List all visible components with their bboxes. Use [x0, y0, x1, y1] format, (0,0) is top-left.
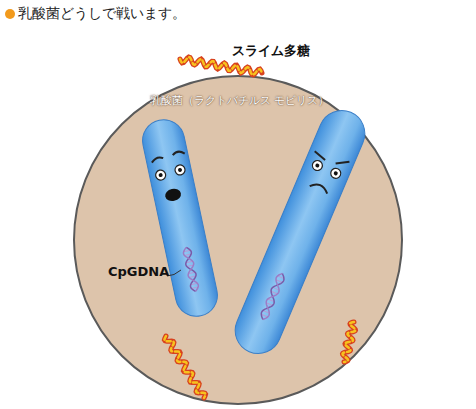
culture-circle — [74, 76, 402, 404]
cpg-dna — [259, 272, 286, 321]
bacterium-right — [228, 103, 372, 360]
title-bullet — [5, 9, 15, 19]
bacterium-left — [139, 116, 222, 320]
bacterium-label: 乳酸菌（ラクトバチルス モビリス） — [150, 94, 330, 107]
dna-label: CpGDNA — [108, 264, 169, 280]
title-text: 乳酸菌どうしで戦います。 — [18, 5, 186, 22]
cpg-dna — [182, 247, 199, 293]
slime-label: スライム多糖 — [232, 43, 310, 59]
